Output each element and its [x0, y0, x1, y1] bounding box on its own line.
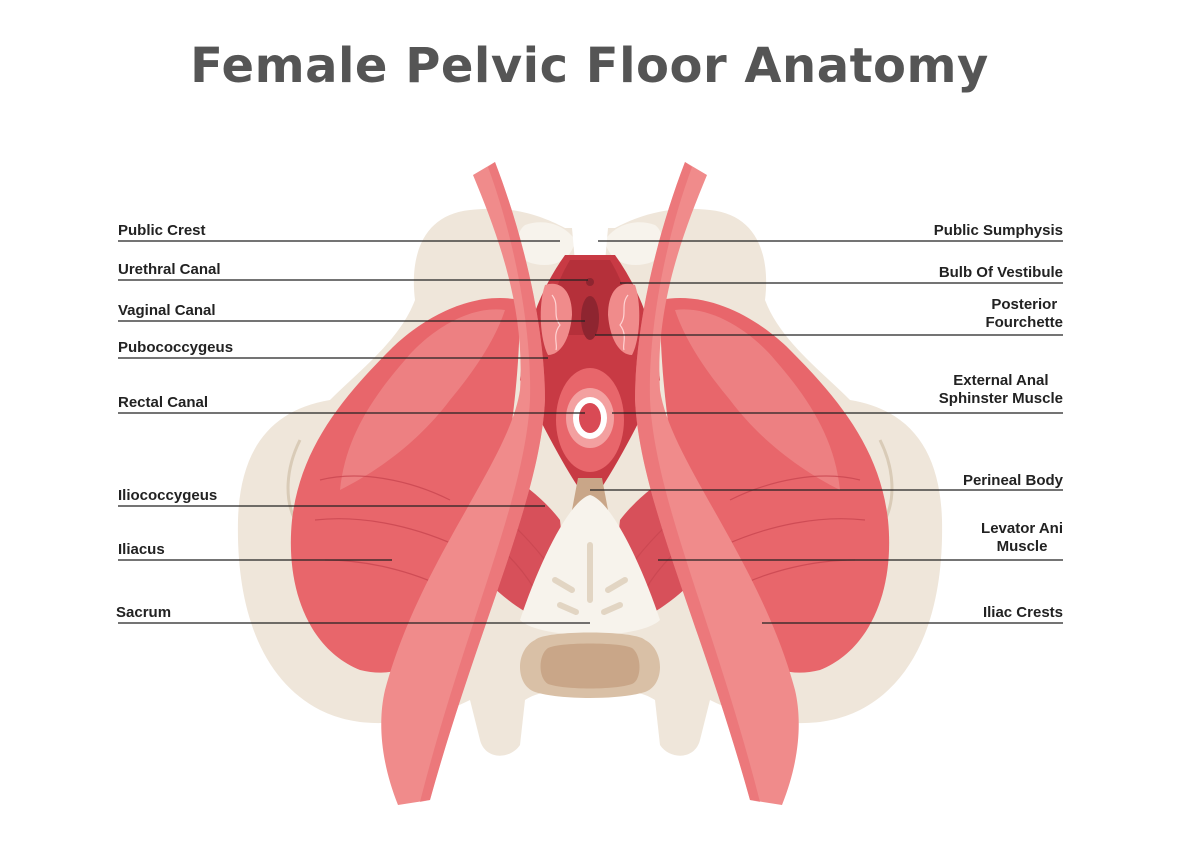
label-external-anal-line2: Sphinster Muscle	[938, 390, 1063, 407]
muscle-fiber-lines-right	[634, 475, 866, 591]
label-iliac-crests: Iliac Crests	[982, 604, 1063, 621]
leader-lines	[118, 240, 1063, 624]
label-bulb-of-vestibule: Bulb Of Vestibule	[938, 264, 1063, 281]
iliacus-left-highlight	[340, 309, 505, 490]
label-external-anal-line1: External Anal	[953, 372, 1049, 389]
bone-contour-left	[286, 439, 302, 521]
label-public-sumphysis: Public Sumphysis	[933, 222, 1063, 239]
label-iliacus: Iliacus	[118, 541, 165, 558]
label-urethral-canal: Urethral Canal	[118, 261, 221, 278]
pubic-symphysis-cartilage	[572, 228, 608, 262]
psoas-left	[381, 162, 545, 805]
rectal-opening	[579, 403, 601, 433]
pubic-bone-left	[517, 222, 575, 266]
labia-right	[608, 283, 640, 355]
psoas-left-shade	[420, 162, 545, 802]
label-pubococcygeus: Pubococcygeus	[118, 339, 234, 356]
sacrum-region	[520, 495, 660, 698]
label-perineal-body: Perineal Body	[962, 472, 1063, 489]
label-sacrum: Sacrum	[116, 604, 172, 621]
label-rectal-canal: Rectal Canal	[118, 394, 209, 411]
muscle-fiber-lines-left	[314, 475, 546, 591]
bone-contour-right	[878, 439, 894, 521]
diagram-title: Female Pelvic Floor Anatomy	[190, 38, 989, 94]
pubic-bone-right	[605, 222, 663, 266]
iliacus-right-highlight	[675, 309, 840, 490]
label-levator-ani-muscle: Levator Ani Muscle	[981, 520, 1063, 556]
psoas-straps	[381, 162, 799, 805]
urethral-opening	[586, 278, 594, 286]
perineum-region	[520, 255, 660, 510]
label-iliococcygeus: Iliococcygeus	[118, 487, 218, 504]
psoas-right-shade	[635, 162, 760, 802]
label-levator-ani-line2: Muscle	[996, 538, 1048, 555]
label-vaginal-canal: Vaginal Canal	[118, 302, 216, 319]
psoas-right	[635, 162, 799, 805]
labia-texture	[551, 294, 629, 351]
sacral-vertebra-center	[540, 643, 640, 689]
sacrum-ridges	[552, 542, 628, 615]
vaginal-opening	[581, 296, 599, 340]
label-public-crest: Public Crest	[118, 222, 206, 239]
label-posterior-fourchette-line1: Posterior	[991, 296, 1058, 313]
label-levator-ani-line1: Levator Ani	[981, 520, 1063, 537]
label-posterior-fourchette: Posterior Fourchette	[985, 296, 1063, 332]
label-posterior-fourchette-line2: Fourchette	[985, 314, 1063, 331]
labia-left	[540, 283, 572, 355]
label-external-anal-sphincter: External Anal Sphinster Muscle	[939, 372, 1063, 408]
